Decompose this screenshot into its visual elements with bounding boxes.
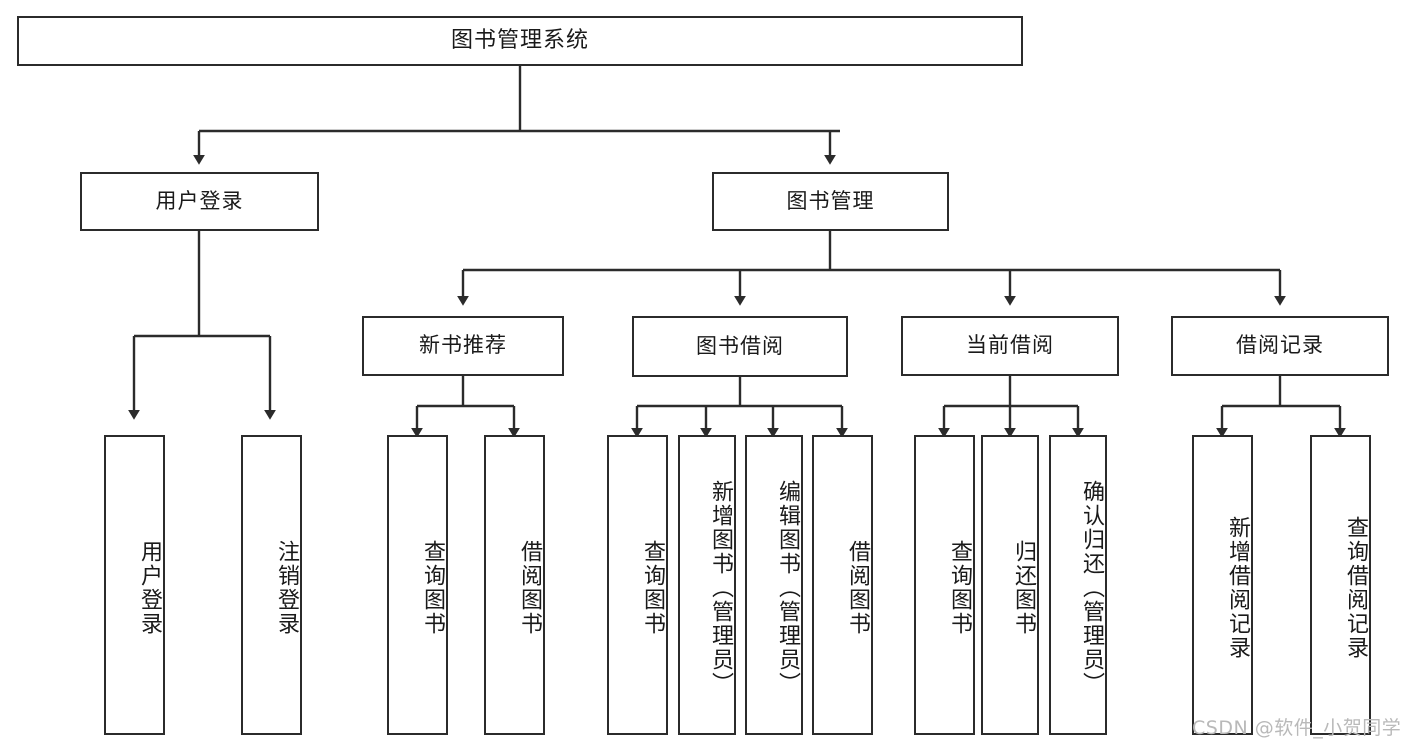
- leaf-return-book-label: 归还图书: [1011, 540, 1036, 636]
- leaf-return-book[interactable]: 归还图书: [981, 435, 1039, 735]
- leaf-add-borrow-record[interactable]: 新增借阅记录: [1192, 435, 1253, 735]
- node-borrow-record-label: 借阅记录: [1236, 333, 1324, 358]
- leaf-confirm-return-label: 确认归还（管理员）: [1079, 480, 1104, 696]
- leaf-query-book-2-label: 查询图书: [640, 540, 665, 636]
- leaf-user-login-label: 用户登录: [137, 540, 162, 636]
- leaf-add-book[interactable]: 新增图书（管理员）: [678, 435, 736, 735]
- node-user-login-label: 用户登录: [155, 188, 244, 213]
- node-current-borrow[interactable]: 当前借阅: [901, 316, 1119, 376]
- leaf-borrow-book-1-label: 借阅图书: [517, 540, 542, 636]
- leaf-borrow-book-1[interactable]: 借阅图书: [484, 435, 545, 735]
- node-book-manage[interactable]: 图书管理: [712, 172, 949, 231]
- node-borrow-record[interactable]: 借阅记录: [1171, 316, 1389, 376]
- leaf-query-book-2[interactable]: 查询图书: [607, 435, 668, 735]
- node-book-borrow[interactable]: 图书借阅: [632, 316, 848, 377]
- node-user-login[interactable]: 用户登录: [80, 172, 319, 231]
- leaf-query-borrow-record-label: 查询借阅记录: [1343, 516, 1368, 660]
- leaf-borrow-book-2[interactable]: 借阅图书: [812, 435, 873, 735]
- leaf-query-book-3-label: 查询图书: [947, 540, 972, 636]
- node-book-borrow-label: 图书借阅: [696, 333, 784, 358]
- leaf-confirm-return[interactable]: 确认归还（管理员）: [1049, 435, 1107, 735]
- leaf-edit-book[interactable]: 编辑图书（管理员）: [745, 435, 803, 735]
- node-current-borrow-label: 当前借阅: [966, 333, 1054, 358]
- leaf-user-logout[interactable]: 注销登录: [241, 435, 302, 735]
- node-new-book-recommend[interactable]: 新书推荐: [362, 316, 564, 376]
- leaf-user-login[interactable]: 用户登录: [104, 435, 165, 735]
- leaf-edit-book-label: 编辑图书（管理员）: [775, 480, 800, 696]
- leaf-query-book-1[interactable]: 查询图书: [387, 435, 448, 735]
- csdn-watermark: CSDN @软件_小贺同学: [1192, 717, 1402, 739]
- leaf-user-logout-label: 注销登录: [274, 540, 299, 636]
- leaf-borrow-book-2-label: 借阅图书: [845, 540, 870, 636]
- leaf-query-borrow-record[interactable]: 查询借阅记录: [1310, 435, 1371, 735]
- leaf-query-book-1-label: 查询图书: [420, 540, 445, 636]
- node-new-book-recommend-label: 新书推荐: [419, 333, 507, 358]
- leaf-query-book-3[interactable]: 查询图书: [914, 435, 975, 735]
- node-root-system-label: 图书管理系统: [450, 27, 589, 53]
- leaf-add-borrow-record-label: 新增借阅记录: [1225, 516, 1250, 660]
- node-book-manage-label: 图书管理: [786, 188, 875, 213]
- node-root-system[interactable]: 图书管理系统: [17, 16, 1023, 66]
- leaf-add-book-label: 新增图书（管理员）: [708, 480, 733, 696]
